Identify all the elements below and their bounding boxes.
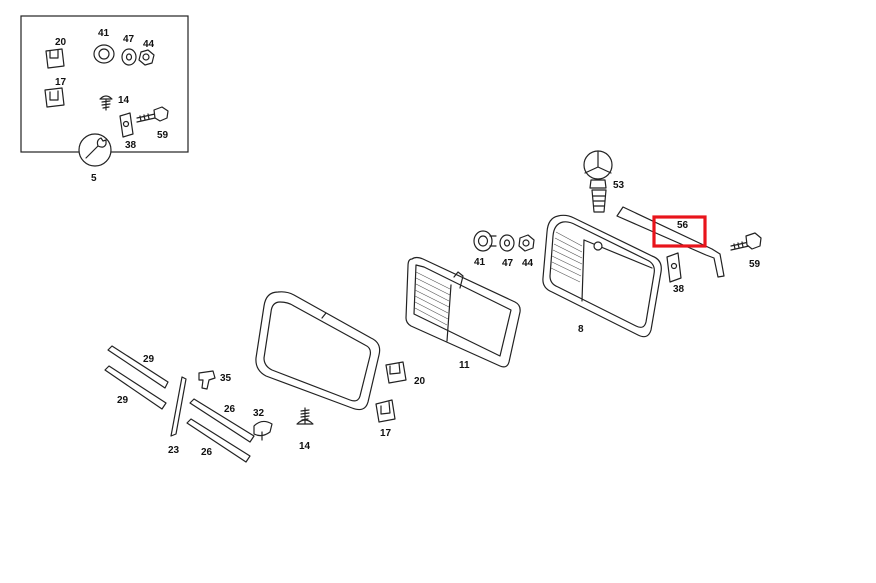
inset-panel: 20 17 41 47 44 14 bbox=[20, 15, 189, 184]
inset-screw-14[interactable] bbox=[99, 95, 113, 111]
label-32: 32 bbox=[253, 408, 265, 419]
inset-label-41: 41 bbox=[98, 28, 110, 39]
label-17: 17 bbox=[380, 428, 392, 439]
grille-insert-11[interactable] bbox=[405, 256, 521, 368]
label-44: 44 bbox=[522, 258, 534, 269]
label-14: 14 bbox=[299, 441, 311, 452]
trim-strip-29-upper[interactable] bbox=[107, 345, 169, 389]
label-35: 35 bbox=[220, 373, 232, 384]
label-26-lower: 26 bbox=[201, 447, 213, 458]
clip-32[interactable] bbox=[253, 420, 273, 441]
nut-41[interactable] bbox=[473, 230, 497, 252]
star-emblem-53[interactable] bbox=[583, 150, 613, 213]
strip-23[interactable] bbox=[170, 376, 187, 437]
nut-44[interactable] bbox=[518, 234, 535, 252]
trim-strip-26-upper[interactable] bbox=[189, 398, 255, 443]
trim-strip-26-lower[interactable] bbox=[186, 418, 251, 463]
inset-bolt-59[interactable] bbox=[136, 106, 169, 123]
label-26-upper: 26 bbox=[224, 404, 236, 415]
label-8: 8 bbox=[578, 324, 584, 335]
inset-washer-47[interactable] bbox=[121, 48, 137, 66]
label-41: 41 bbox=[474, 257, 486, 268]
label-11: 11 bbox=[459, 360, 470, 371]
label-5: 5 bbox=[91, 173, 97, 184]
inset-label-59: 59 bbox=[157, 130, 169, 141]
inset-label-44: 44 bbox=[143, 39, 155, 50]
inset-clip-20[interactable] bbox=[45, 48, 65, 69]
washer-47[interactable] bbox=[499, 234, 515, 252]
clip-35[interactable] bbox=[198, 370, 216, 390]
inset-label-47: 47 bbox=[123, 34, 135, 45]
label-56: 56 bbox=[677, 220, 689, 231]
rod-56[interactable] bbox=[616, 206, 725, 278]
label-29-upper: 29 bbox=[143, 354, 155, 365]
inset-clip-17[interactable] bbox=[44, 87, 65, 108]
label-53: 53 bbox=[613, 180, 625, 191]
label-23: 23 bbox=[168, 445, 180, 456]
label-29-lower: 29 bbox=[117, 395, 129, 406]
label-38: 38 bbox=[673, 284, 685, 295]
clip-17[interactable] bbox=[375, 399, 396, 423]
clip-20[interactable] bbox=[385, 361, 407, 384]
inset-label-20: 20 bbox=[55, 37, 67, 48]
label-20: 20 bbox=[414, 376, 426, 387]
label-47: 47 bbox=[502, 258, 514, 269]
label-59: 59 bbox=[749, 259, 761, 270]
wrench-icon bbox=[78, 133, 112, 167]
inset-label-17: 17 bbox=[55, 77, 67, 88]
bolt-59[interactable] bbox=[730, 232, 762, 251]
trim-strip-29-lower[interactable] bbox=[104, 365, 167, 410]
screw-14[interactable] bbox=[296, 407, 314, 425]
highlight-box-56 bbox=[652, 215, 707, 248]
inset-nut-41[interactable] bbox=[93, 44, 115, 64]
grille-shell-8[interactable] bbox=[542, 214, 662, 338]
front-frame[interactable] bbox=[255, 291, 381, 411]
clip-nut-38[interactable] bbox=[666, 252, 682, 283]
inset-nut-44[interactable] bbox=[138, 49, 155, 66]
inset-label-14: 14 bbox=[118, 95, 130, 106]
inset-clip-nut-38[interactable] bbox=[119, 112, 134, 138]
inset-label-38: 38 bbox=[125, 140, 137, 151]
